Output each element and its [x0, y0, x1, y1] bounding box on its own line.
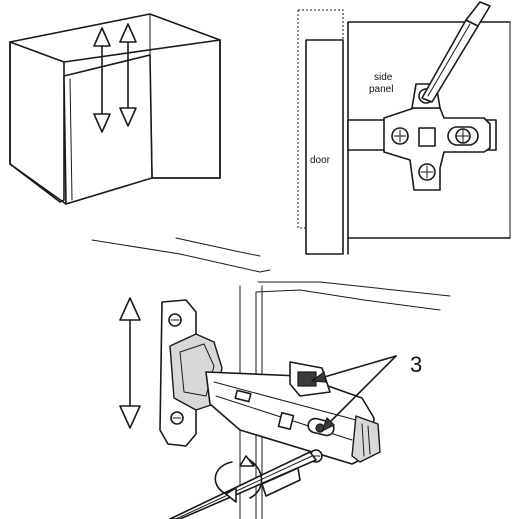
hinge-assembly: 3 [91, 237, 451, 519]
door-label: door [310, 155, 331, 166]
screwdriver-icon [421, 1, 491, 103]
cabinet-panel [9, 13, 221, 205]
rotation-arrow-icon [214, 455, 263, 503]
side-panel-detail: door side panel [297, 1, 511, 255]
screwdriver-icon [169, 451, 317, 519]
callout-number-3: 3 [410, 352, 422, 377]
vertical-adjust-arrows-icon [93, 23, 137, 133]
side-panel-label-line2: panel [369, 84, 393, 95]
vertical-adjust-arrow-icon [119, 297, 141, 429]
side-panel-label-line1: side [374, 72, 393, 83]
